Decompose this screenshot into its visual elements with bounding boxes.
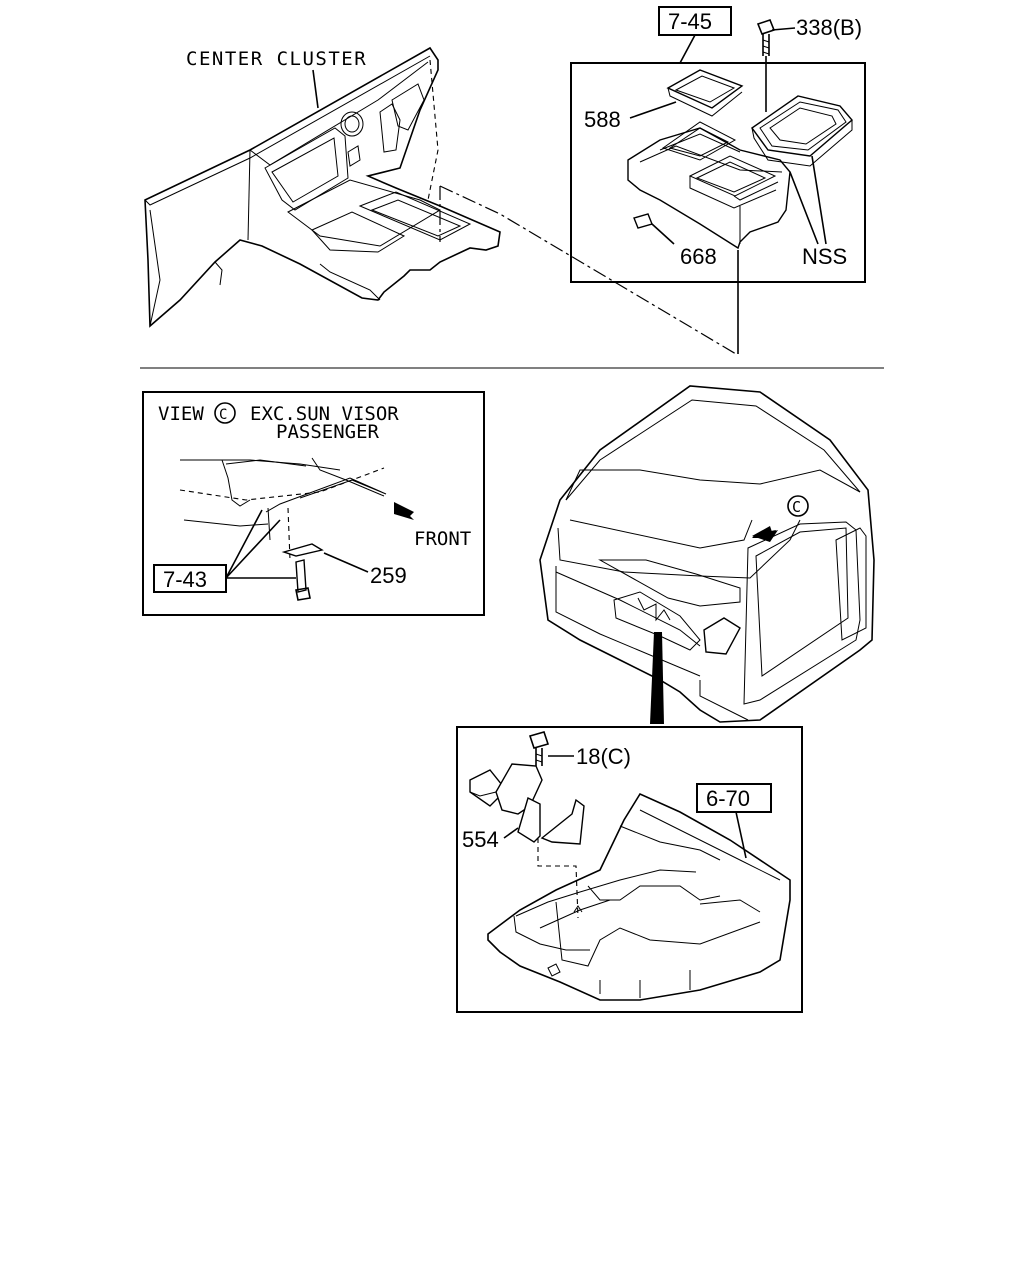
cab-drawing	[539, 385, 875, 724]
part-554: 554	[462, 827, 499, 852]
part-18: 18(C)	[576, 744, 631, 769]
view-letter: C	[219, 407, 227, 423]
part-668: 668	[680, 244, 717, 269]
ref-6-70: 6-70	[706, 786, 750, 811]
console-parts-drawing	[627, 19, 853, 354]
part-259: 259	[370, 563, 407, 588]
console-detail-box	[570, 6, 866, 283]
cab-view-letter: C	[792, 498, 801, 516]
center-cluster-drawing	[144, 46, 737, 355]
view-label: VIEW	[158, 403, 204, 425]
ref-7-43: 7-43	[163, 567, 207, 592]
part-588: 588	[584, 107, 621, 132]
passenger-label: PASSENGER	[276, 421, 380, 443]
front-label: FRONT	[414, 528, 471, 550]
floor-detail-box	[456, 726, 803, 1013]
ref-7-45: 7-45	[668, 9, 712, 34]
nss-label: NSS	[802, 244, 847, 269]
exc-sun-visor-label: EXC.SUN VISOR	[250, 403, 399, 425]
center-cluster-label: CENTER CLUSTER	[186, 48, 367, 70]
view-c-box	[142, 391, 485, 616]
part-338: 338(B)	[796, 15, 862, 40]
